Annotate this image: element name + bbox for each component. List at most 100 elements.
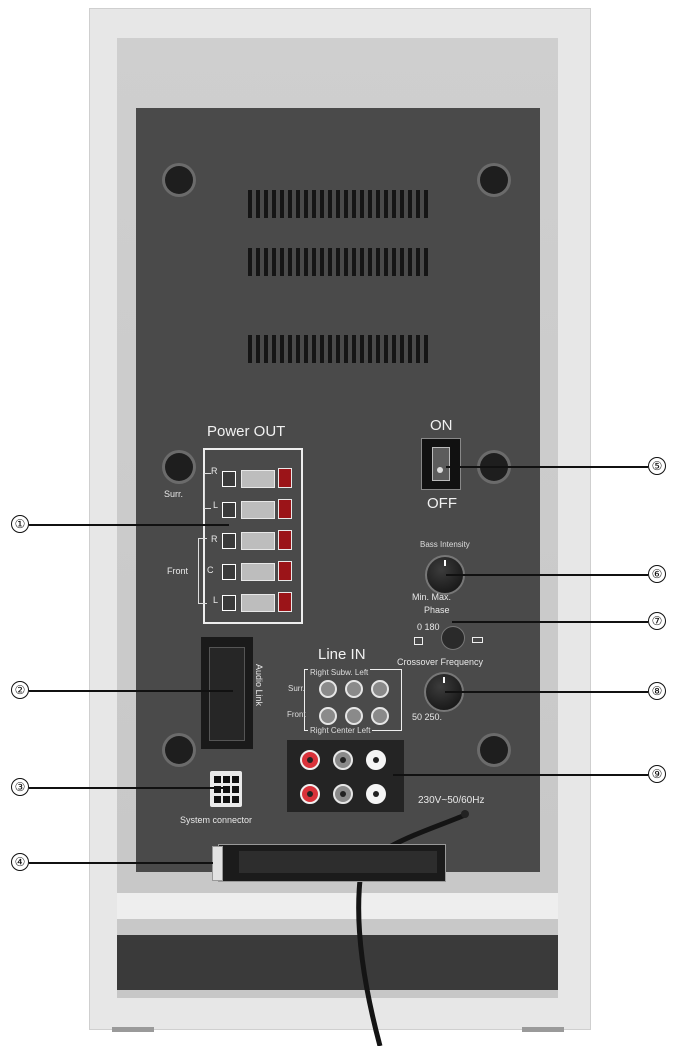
vent-slot (384, 190, 388, 218)
terminal-clip[interactable] (222, 471, 236, 487)
line-in-jack[interactable] (319, 707, 337, 725)
clamp-tab (212, 846, 223, 881)
front-r-label: R (211, 534, 218, 544)
terminal-positive[interactable] (278, 592, 292, 612)
line-in-jack[interactable] (319, 680, 337, 698)
callout-1: ① (11, 515, 29, 533)
line-in-surr-label: Surr. (288, 684, 305, 693)
vent-slot (368, 248, 372, 276)
vent-slot (264, 248, 268, 276)
vent-slot (288, 190, 292, 218)
vent-slot (256, 335, 260, 363)
vent-slot (256, 248, 260, 276)
vent-slot (264, 335, 268, 363)
vent-slot (392, 190, 396, 218)
mains-rating-label: 230V~50/60Hz (418, 795, 485, 806)
terminal-positive[interactable] (278, 561, 292, 581)
left-foot (112, 1027, 154, 1032)
mounting-hole (480, 736, 508, 764)
line-in-label: Line IN (318, 646, 366, 663)
callout-8: ⑧ (648, 682, 666, 700)
terminal-body (241, 532, 275, 550)
audio-link-port[interactable] (201, 637, 253, 749)
vent-slot (328, 335, 332, 363)
vent-slot (400, 248, 404, 276)
vent-slot (352, 248, 356, 276)
rca-jack[interactable] (300, 750, 320, 770)
vent-slot (400, 190, 404, 218)
phase-180-indicator (472, 637, 483, 643)
surr-l-label: L (213, 500, 219, 510)
mounting-hole (165, 736, 193, 764)
system-connector-label: System connector (180, 815, 253, 825)
vent-slot (288, 335, 292, 363)
terminal-body (241, 501, 275, 519)
line-in-jack[interactable] (371, 707, 389, 725)
front-label: Front (167, 566, 189, 576)
line-in-jack[interactable] (345, 707, 363, 725)
callout-4: ④ (11, 853, 29, 871)
power-out-frame (203, 448, 303, 624)
terminal-positive[interactable] (278, 530, 292, 550)
vent-slot (288, 248, 292, 276)
vent-slot (336, 335, 340, 363)
callout-9: ⑨ (648, 765, 666, 783)
phase-switch[interactable] (441, 626, 465, 650)
vent-slot (400, 335, 404, 363)
vent-slot (336, 248, 340, 276)
callout-line-9 (393, 774, 648, 776)
rca-jack[interactable] (366, 750, 386, 770)
rca-jack[interactable] (333, 784, 353, 804)
mounting-hole (165, 453, 193, 481)
vent-slot (320, 335, 324, 363)
phase-values: 0 180 (417, 622, 440, 632)
vent-slot (296, 248, 300, 276)
vent-slot (328, 190, 332, 218)
vent-slot (320, 248, 324, 276)
terminal-clip[interactable] (222, 533, 236, 549)
terminal-clip[interactable] (222, 564, 236, 580)
vent-slot (360, 335, 364, 363)
mounting-hole (165, 166, 193, 194)
vent-slot (384, 248, 388, 276)
callout-line-3 (29, 787, 227, 789)
rca-jack[interactable] (366, 784, 386, 804)
front-c-label: C (207, 565, 214, 575)
rca-jack[interactable] (300, 784, 320, 804)
vent-slot (368, 190, 372, 218)
vent-slot (304, 335, 308, 363)
mounting-hole (480, 166, 508, 194)
vent-slot (280, 335, 284, 363)
terminal-body (241, 594, 275, 612)
system-connector-port[interactable] (210, 771, 242, 807)
vent-slot (272, 190, 276, 218)
line-in-jack[interactable] (345, 680, 363, 698)
rca-jack[interactable] (333, 750, 353, 770)
front-l-label: L (213, 595, 219, 605)
vent-slot (408, 248, 412, 276)
callout-5: ⑤ (648, 457, 666, 475)
terminal-clip[interactable] (222, 502, 236, 518)
cable-clamp[interactable] (218, 844, 446, 882)
power-switch[interactable] (421, 438, 461, 490)
vent-slot (424, 248, 428, 276)
vent-slot (416, 335, 420, 363)
vent-slot (344, 335, 348, 363)
cabinet-base (117, 935, 558, 990)
terminal-positive[interactable] (278, 468, 292, 488)
vent-slot (416, 248, 420, 276)
terminal-positive[interactable] (278, 499, 292, 519)
line-in-bottom-label: Right Center Left (308, 726, 373, 735)
callout-line-1 (29, 524, 229, 526)
right-foot (522, 1027, 564, 1032)
line-in-jack[interactable] (371, 680, 389, 698)
vent-slot (352, 335, 356, 363)
vent-slot (272, 335, 276, 363)
vent-slot (248, 335, 252, 363)
terminal-clip[interactable] (222, 595, 236, 611)
power-out-label: Power OUT (207, 423, 286, 440)
switch-on-label: ON (430, 417, 453, 434)
vent-slot (408, 335, 412, 363)
line-in-top-label: Right Subw. Left (308, 668, 371, 677)
